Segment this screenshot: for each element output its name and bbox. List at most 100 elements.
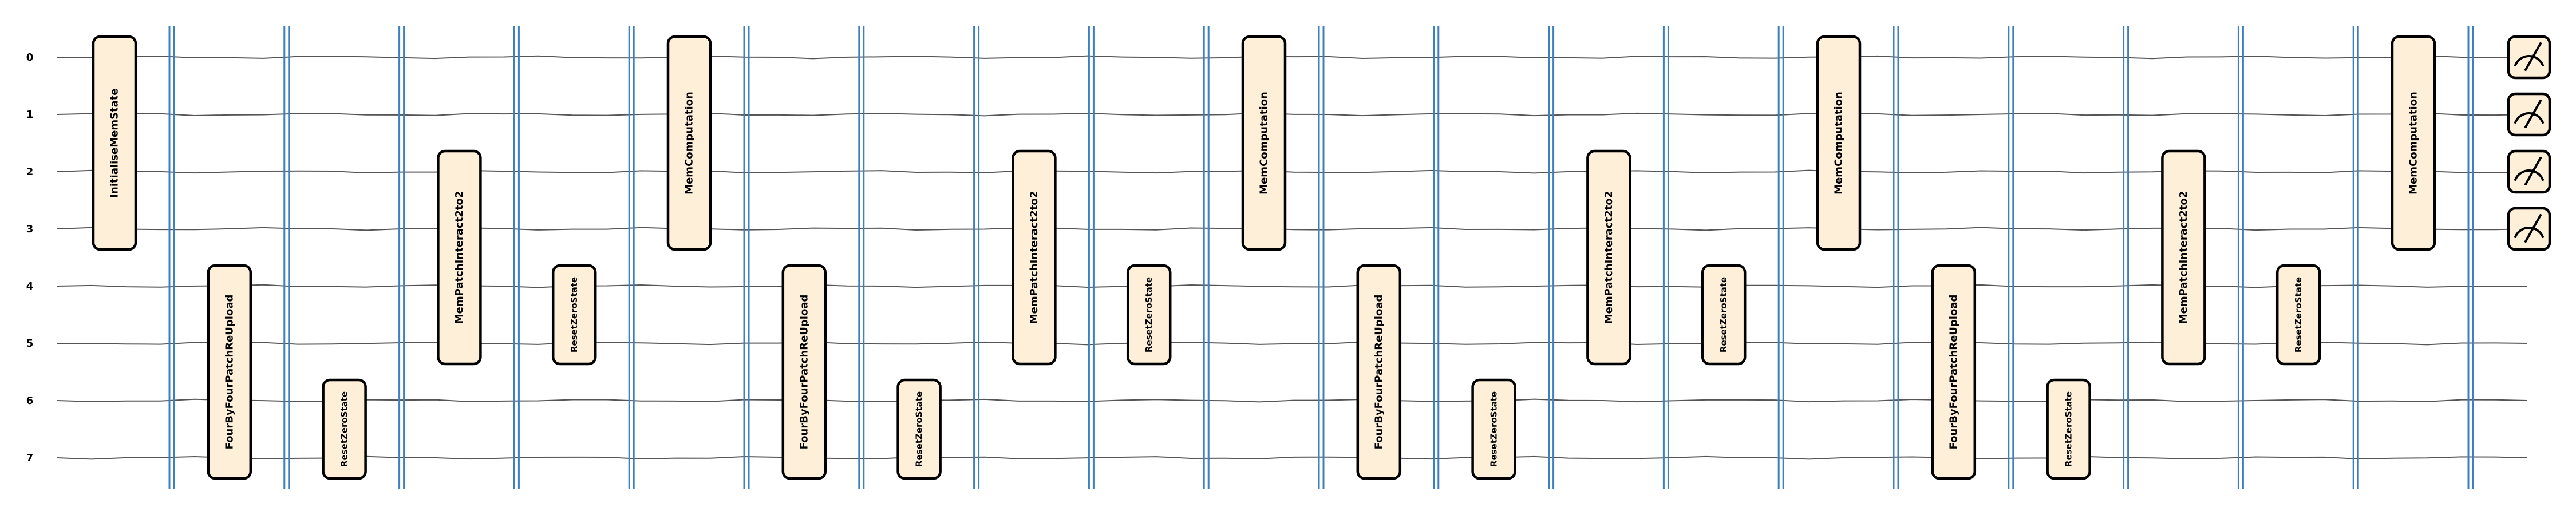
gate: MemPatchInteract2to2 (1586, 149, 1631, 366)
barrier (973, 26, 980, 489)
gate-box (896, 378, 942, 480)
barrier (1318, 26, 1325, 489)
gate-box (2391, 35, 2436, 251)
gate-label: MemComputation (1833, 92, 1845, 195)
gate-box (1816, 35, 1862, 251)
barrier (2467, 26, 2474, 489)
gate-box (322, 378, 367, 480)
barrier (168, 26, 175, 489)
barrier (1203, 26, 1210, 489)
gate: ResetZeroState (1701, 264, 1747, 366)
gate-label: ResetZeroState (2064, 391, 2074, 467)
qubit-wire (57, 112, 2528, 117)
gate-label: MemPatchInteract2to2 (1603, 191, 1615, 324)
gate-box (1126, 264, 1172, 366)
gates: InitialiseMemStateFourByFourPatchReUploa… (92, 35, 2436, 480)
gate-box (1012, 149, 1057, 366)
gate-label: ResetZeroState (2293, 277, 2304, 352)
qubit-wire (57, 169, 2528, 174)
gate: MemComputation (666, 35, 712, 251)
barrier (2123, 26, 2129, 489)
gate-label: MemPatchInteract2to2 (2178, 191, 2190, 324)
gate-label: MemComputation (1258, 92, 1270, 195)
gate-box (2161, 149, 2206, 366)
gate-box (781, 264, 827, 480)
gate-label: ResetZeroState (914, 391, 924, 467)
gate: ResetZeroState (896, 378, 942, 480)
gate: FourByFourPatchReUpload (1356, 264, 1402, 480)
barrier (858, 26, 865, 489)
qubit-wire (57, 341, 2528, 346)
gate: ResetZeroState (1126, 264, 1172, 366)
measurement-meter-icon (2507, 92, 2551, 137)
gate-box (437, 149, 482, 366)
qubit-label: 1 (26, 109, 34, 121)
barrier (2237, 26, 2244, 489)
measurement-meter-icon (2507, 149, 2551, 194)
barrier (1088, 26, 1095, 489)
gate-label: ResetZeroState (339, 391, 350, 467)
barrier (513, 26, 520, 489)
measurements (2507, 35, 2551, 251)
qubit-label: 7 (26, 452, 34, 464)
gate-box (1701, 264, 1747, 366)
qubit-wire (57, 284, 2528, 288)
qubit-label: 5 (26, 338, 34, 350)
qubit-wire (57, 227, 2528, 231)
gate-box (1356, 264, 1402, 480)
gate: MemComputation (1816, 35, 1862, 251)
gate: FourByFourPatchReUpload (1931, 264, 1977, 480)
gate-label: FourByFourPatchReUpload (223, 295, 235, 450)
gate: ResetZeroState (551, 264, 597, 366)
gate-label: ResetZeroState (1489, 391, 1499, 467)
barrier (628, 26, 635, 489)
gate: ResetZeroState (2046, 378, 2091, 480)
gate: InitialiseMemState (92, 35, 137, 251)
barrier (283, 26, 290, 489)
gate-box (207, 264, 252, 480)
qubit-wire (57, 55, 2528, 60)
gate: ResetZeroState (322, 378, 367, 480)
gate: ResetZeroState (1471, 378, 1516, 480)
gate-label: FourByFourPatchReUpload (798, 295, 810, 450)
barrier (1777, 26, 1784, 489)
qubit-label: 6 (26, 395, 34, 407)
gate: ResetZeroState (2275, 264, 2321, 366)
gate-label: FourByFourPatchReUpload (1947, 295, 1959, 450)
gate-box (2046, 378, 2091, 480)
gate-label: MemComputation (2408, 92, 2420, 195)
barriers (168, 26, 2474, 489)
gate-box (1241, 35, 1287, 251)
gate-label: ResetZeroState (569, 277, 579, 352)
gate-box (1931, 264, 1977, 480)
barrier (2352, 26, 2359, 489)
gate: MemPatchInteract2to2 (1012, 149, 1057, 366)
qubit-label: 3 (26, 223, 34, 235)
gate-label: InitialiseMemState (109, 88, 121, 197)
qubit-label: 4 (26, 280, 34, 292)
gate-label: MemPatchInteract2to2 (453, 191, 465, 324)
gate: MemPatchInteract2to2 (2161, 149, 2206, 366)
gate: MemComputation (1241, 35, 1287, 251)
gate-box (666, 35, 712, 251)
gate: MemComputation (2391, 35, 2436, 251)
gate: MemPatchInteract2to2 (437, 149, 482, 366)
barrier (743, 26, 750, 489)
gate: FourByFourPatchReUpload (207, 264, 252, 480)
gate-label: ResetZeroState (1718, 277, 1729, 352)
qubit-wire (57, 455, 2528, 460)
measurement-meter-icon (2507, 207, 2551, 251)
qubit-wire (57, 398, 2528, 403)
gate: FourByFourPatchReUpload (781, 264, 827, 480)
barrier (1893, 26, 1899, 489)
barrier (1433, 26, 1440, 489)
gate-box (551, 264, 597, 366)
gate-label: MemPatchInteract2to2 (1028, 191, 1040, 324)
gate-box (92, 35, 137, 251)
measurement-meter-icon (2507, 35, 2551, 80)
gate-box (1586, 149, 1631, 366)
barrier (1662, 26, 1669, 489)
qubit-wires (57, 55, 2528, 460)
gate-label: FourByFourPatchReUpload (1373, 295, 1385, 450)
